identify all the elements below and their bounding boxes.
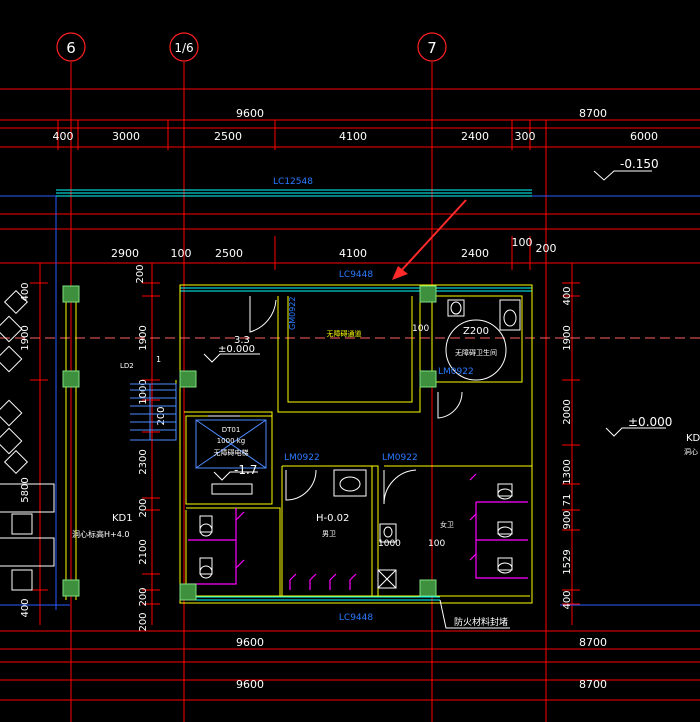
label-kd-right: KD [686,433,700,444]
dim-top-2500: 2500 [214,130,242,143]
dim-top-3000: 3000 [112,130,140,143]
window-lc9448-bottom [180,596,440,604]
room-corridor: 无障碍通道 [327,329,362,338]
dim-l-1900: 1900 [20,325,31,350]
dim-r-1300: 1300 [562,459,573,484]
plumbing-fixtures [333,299,521,589]
dim-bot-9600: 9600 [236,636,264,649]
elevation-000: ±0.000 [218,344,255,355]
label-d1000: 1000 [378,539,401,549]
label-z200: Z200 [463,326,489,337]
dim-top-6000: 6000 [630,130,658,143]
room-accessible-wc: 无障碍卫生间 [455,348,497,357]
dim-in-2400: 2400 [461,247,489,260]
tag-gm0922: GM0922 [288,297,297,330]
axis-label-1-6: 1/6 [174,41,193,55]
dim-c-1000: 1000 [138,379,149,404]
tag-lm0922-c: LM0922 [382,453,418,463]
dim-c-200: 200 [135,264,146,283]
dim-top-4100: 4100 [339,130,367,143]
axis-label-6: 6 [66,39,76,57]
red-pointer-arrow [392,199,467,280]
dim-r-900: 900 [562,510,573,529]
lift-name: DT01 [222,426,241,434]
toilet-partitions [188,473,528,590]
dim-c-200e: 200 [138,612,149,631]
dim-l-400b: 400 [20,598,31,617]
dim-top-total-right: 8700 [579,107,607,120]
dim-r-71: 71 [562,494,573,507]
dim-in-200: 200 [536,242,557,255]
room-men: 男卫 [322,530,336,538]
dim-r-1529: 1529 [562,549,573,574]
window-lc9448-top [180,284,532,292]
elevator-shaft [195,419,267,495]
dim-r-400: 400 [562,286,573,305]
dim-bot-8700: 8700 [579,636,607,649]
dim-top-total-left: 9600 [236,107,264,120]
label-kd1-note: 洞心标高H+4.0 [72,529,129,539]
label-100b: 100 [428,539,445,549]
tag-lc9448-top: LC9448 [339,270,373,280]
room-women: 女卫 [440,520,454,529]
window-lc12548 [56,189,532,197]
tag-lc9448-bottom: LC9448 [339,613,373,623]
label-ld2: LD2 [120,362,134,370]
dim-in-4100: 4100 [339,247,367,260]
label-100: 100 [412,324,429,334]
label-1: 1 [156,355,161,364]
label-3-3: 3.3 [234,335,250,346]
dim-c-200d: 200 [138,587,149,606]
dim-c-1900: 1900 [138,325,149,350]
dim-top-2400: 2400 [461,130,489,143]
dim-c-200b: 200 [156,406,167,425]
dim-in-2900: 2900 [111,247,139,260]
columns [62,285,437,601]
red-grid-lines [0,62,700,722]
stair [130,383,177,441]
tag-lm0922-a: LM0922 [438,367,474,377]
elevation-markers [203,170,666,481]
doors [208,296,463,505]
tag-lc12548: LC12548 [273,177,313,187]
fire-seal-note: 防火材料封堵 [454,616,508,628]
label-h-002: H-0.02 [316,513,349,524]
elevation-top: -0.150 [620,157,659,171]
dim-l-5800: 5800 [20,477,31,502]
elevation-000-right: ±0.000 [628,415,672,429]
tag-lm0922-b: LM0922 [284,453,320,463]
dim-top-400: 400 [53,130,74,143]
left-furniture [0,289,55,591]
dim-bot2-8700: 8700 [579,678,607,691]
axis-label-7: 7 [427,39,437,57]
dim-in-100b: 100 [512,236,533,249]
dim-c-2100: 2100 [138,539,149,564]
dim-r-2000: 2000 [562,399,573,424]
axis-bubble-6: 6 [56,32,86,62]
elevation-m1-7: -1.7 [234,463,257,477]
axis-bubble-1-6: 1/6 [169,32,199,62]
fire-seal-leader [439,599,510,629]
label-kd1: KD1 [112,513,133,524]
dim-c-200c: 200 [138,498,149,517]
label-kd-right-note: 洞心 [684,447,698,456]
dim-top-300: 300 [515,130,536,143]
toilet-bowls [199,483,513,579]
dim-in-100: 100 [171,247,192,260]
dim-r-1900: 1900 [562,325,573,350]
dim-in-2500: 2500 [215,247,243,260]
dim-l-400: 400 [20,282,31,301]
lift-capacity: 1000 kg [217,437,246,445]
dim-bot2-9600: 9600 [236,678,264,691]
dim-c-2300: 2300 [138,449,149,474]
lift-desc: 无障碍电梯 [214,448,249,457]
dim-r-400b: 400 [562,590,573,609]
axis-bubble-7: 7 [417,32,447,62]
